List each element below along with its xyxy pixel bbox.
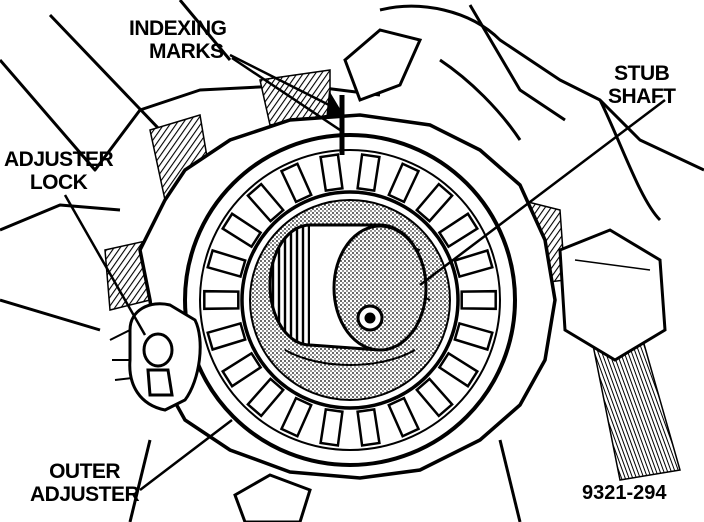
adjuster-slot [279,162,313,204]
label-stub-shaft-line1: STUB [614,62,670,85]
label-stub-shaft: STUB SHAFT [608,62,676,108]
adjuster-slot [453,321,494,352]
adjuster-slot [220,212,263,249]
label-indexing-marks-line2: MARKS [149,40,224,63]
label-indexing-marks: INDEXING MARKS [129,17,227,63]
label-adjuster-lock: ADJUSTER LOCK [4,148,114,194]
adjuster-slot [415,377,454,418]
adjuster-slot [356,407,381,447]
adjuster-slots [203,153,497,447]
label-outer-adjuster-line2: ADJUSTER [30,483,140,506]
adjuster-slot [437,351,480,388]
adjuster-slot [279,396,313,438]
leader-lines [63,53,666,491]
adjuster-slot [453,248,494,279]
adjuster-slot [319,407,344,447]
label-adjuster-lock-line2: LOCK [29,171,88,194]
adjuster-slot [220,351,263,388]
adjuster-slot [246,377,285,418]
label-outer-adjuster-line1: OUTER [49,460,121,483]
adjuster-slot [387,162,421,204]
label-indexing-marks-line1: INDEXING [129,17,227,40]
label-adjuster-lock-line1: ADJUSTER [4,148,114,171]
adjuster-lock [109,302,202,412]
figure-number: 9321-294 [582,482,667,504]
adjuster-slot [437,212,480,249]
adjuster-slot [356,153,381,193]
adjuster-slot [206,248,247,279]
adjuster-slot [206,321,247,352]
adjuster-slot [203,289,240,311]
hex-nut [558,228,667,362]
adjuster-slot [319,153,344,193]
stub-shaft [268,223,428,352]
adjuster-slot [387,396,421,438]
adjuster-slot [415,182,454,223]
adjuster-slot [246,182,285,223]
label-stub-shaft-line2: SHAFT [608,85,676,108]
lower-bolt [233,473,312,522]
adjuster-slot [460,289,497,311]
label-outer-adjuster: OUTER ADJUSTER [30,460,140,506]
